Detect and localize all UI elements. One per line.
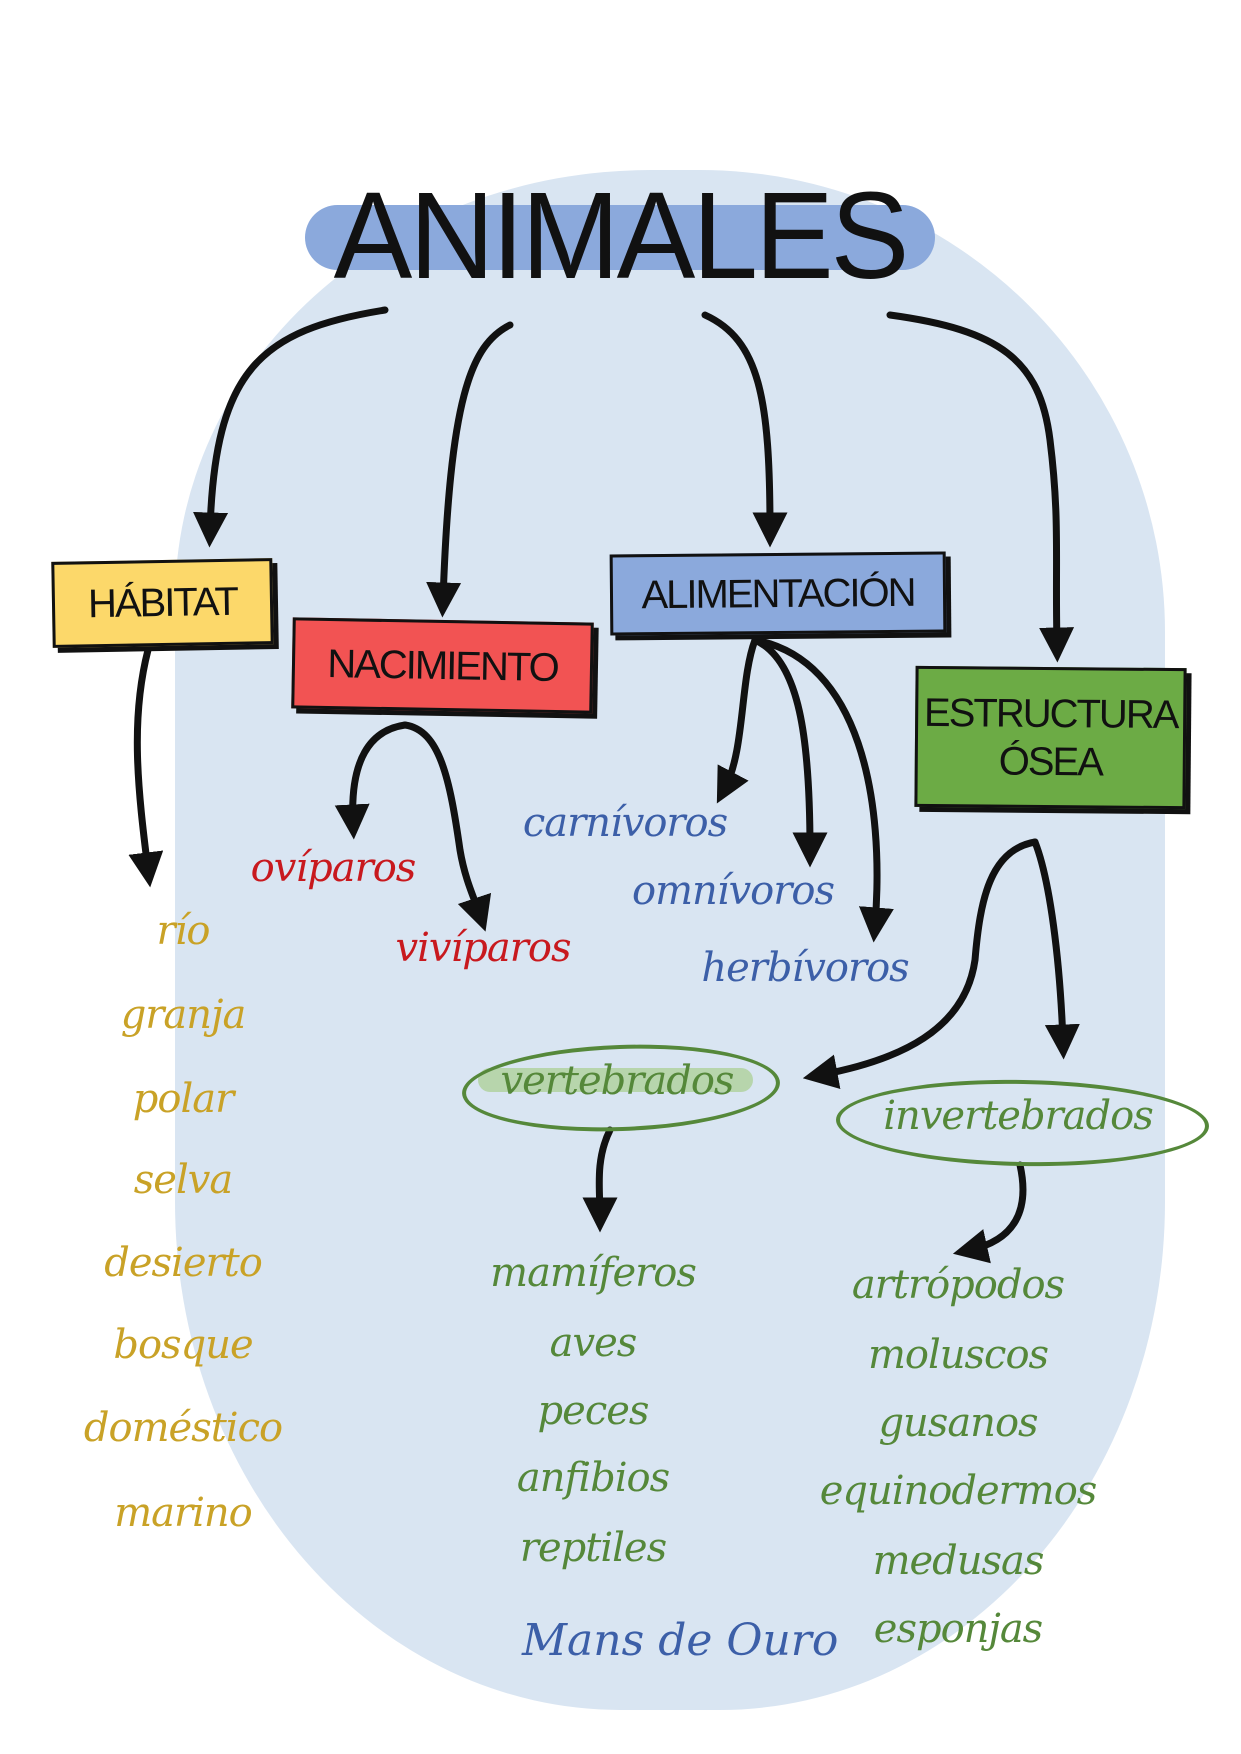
habitat-item: bosque <box>113 1322 253 1368</box>
vertebrados-item: aves <box>549 1320 638 1366</box>
nacimiento-item: ovíparos <box>250 845 417 891</box>
habitat-item: desierto <box>104 1240 263 1286</box>
nacimiento-item: vivíparos <box>395 925 572 971</box>
arrow-nacimiento-viviparos <box>401 721 492 932</box>
arrow-estructura-invertebrados <box>1031 838 1080 1060</box>
vertebrados-item: peces <box>537 1388 650 1434</box>
background-blob <box>175 170 1165 1710</box>
habitat-item: doméstico <box>83 1405 283 1451</box>
invertebrados-item: esponjas <box>873 1606 1043 1652</box>
arrow-estructura-vertebrados <box>802 838 1039 1089</box>
author-signature: Mans de Ouro <box>522 1615 839 1666</box>
arrow-alimentacion-carnivoros <box>716 636 759 804</box>
category-estructura-osea: ESTRUCTURA ÓSEA <box>914 665 1187 810</box>
category-nacimiento: NACIMIENTO <box>291 617 594 714</box>
arrow-title-alimentacion <box>701 311 788 548</box>
vertebrados-item: reptiles <box>519 1525 667 1571</box>
invertebrados-item: equinodermos <box>819 1468 1098 1514</box>
map-title: ANIMALES <box>333 166 910 306</box>
vertebrados-highlight <box>478 1068 753 1092</box>
category-alimentacion-label: ALIMENTACIÓN <box>641 570 915 617</box>
title-highlight <box>305 205 935 270</box>
category-habitat: HÁBITAT <box>51 558 274 648</box>
invertebrados-item: artrópodos <box>851 1262 1065 1308</box>
invertebrados-item: gusanos <box>878 1400 1038 1446</box>
habitat-item: marino <box>114 1490 253 1536</box>
habitat-item: granja <box>120 992 247 1038</box>
arrow-alimentacion-herbivoros <box>751 636 894 943</box>
arrow-invertebrados-list <box>952 1161 1027 1264</box>
invertebrados-item: medusas <box>872 1538 1045 1584</box>
arrow-title-habitat <box>193 306 389 548</box>
arrow-habitat-list <box>128 646 164 888</box>
habitat-item: río <box>156 908 211 954</box>
alimentacion-item: carnívoros <box>522 800 728 846</box>
vertebrados-item: anfibios <box>516 1455 670 1501</box>
category-estructura-label-line2: ÓSEA <box>998 739 1103 784</box>
category-estructura-label-line1: ESTRUCTURA <box>923 690 1178 737</box>
group-vertebrados: vertebrados <box>500 1058 735 1104</box>
category-habitat-label: HÁBITAT <box>87 579 238 627</box>
alimentacion-item: omnívoros <box>632 868 835 914</box>
arrow-vertebrados-list <box>582 1126 618 1233</box>
arrow-alimentacion-omnivoros <box>751 636 828 868</box>
group-invertebrados: invertebrados <box>883 1093 1153 1139</box>
invertebrados-item: moluscos <box>867 1332 1049 1378</box>
arrow-nacimiento-oviparos <box>334 721 409 840</box>
category-nacimiento-label: NACIMIENTO <box>326 641 559 690</box>
habitat-item: polar <box>132 1076 234 1122</box>
arrow-title-estructura <box>886 311 1075 663</box>
category-alimentacion: ALIMENTACIÓN <box>609 551 947 636</box>
arrow-title-nacimiento <box>426 321 514 618</box>
vertebrados-item: mamíferos <box>490 1250 697 1296</box>
alimentacion-item: herbívoros <box>701 945 909 991</box>
habitat-item: selva <box>133 1157 233 1203</box>
